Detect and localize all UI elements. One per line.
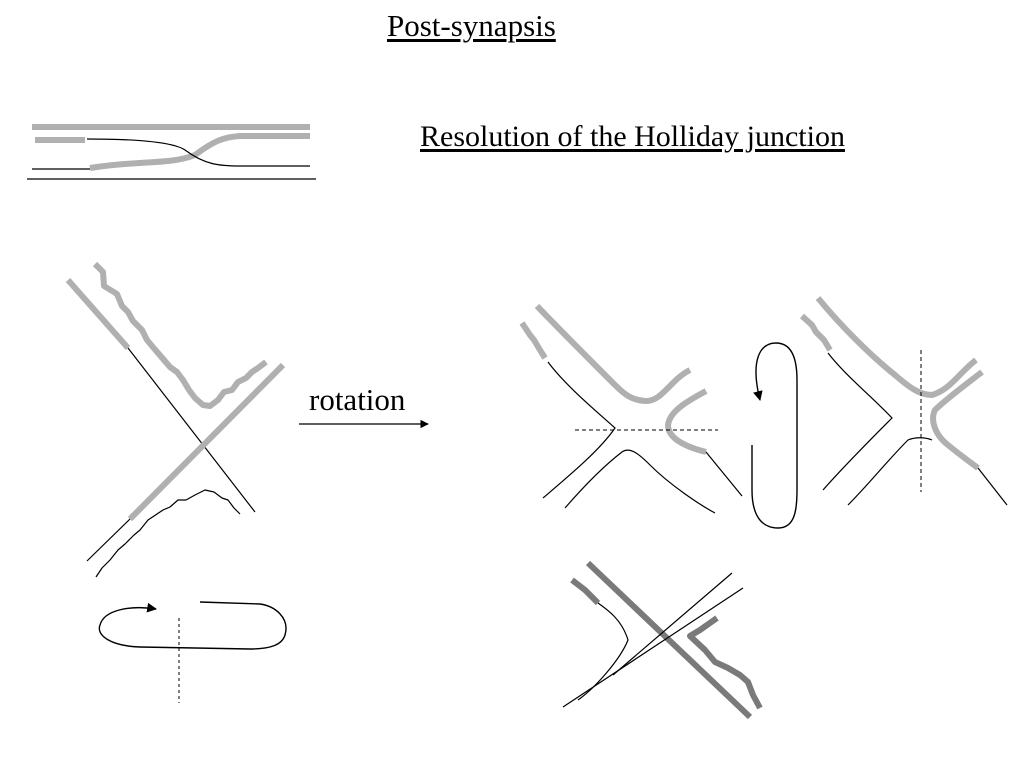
- gray-strand-main-arc: [815, 296, 978, 399]
- dark-strand-diagonal: [585, 560, 753, 720]
- gray-strand-diagonal-upper: [65, 278, 131, 350]
- gray-strand-wavy-arm: [92, 261, 268, 409]
- black-strand-crossing: [86, 138, 310, 167]
- rotation-loop-vertical: [751, 342, 798, 529]
- black-strand-wavy-arm: [95, 489, 241, 578]
- black-strand-diagonal-outer: [562, 587, 744, 708]
- black-strand-lower-left: [86, 518, 131, 562]
- slide-subtitle: Resolution of the Holliday junction: [420, 120, 845, 153]
- gray-strand-right-arc: [664, 388, 708, 455]
- gray-strand-right-arc: [930, 369, 984, 471]
- rotation-loop-curve: [98, 601, 287, 650]
- gray-strand-crossing: [89, 133, 310, 171]
- black-strand-diagonal-inner: [612, 572, 733, 676]
- black-strand-left-arc: [822, 352, 893, 491]
- black-strand-lower-arc: [847, 437, 933, 506]
- black-strand-left-arc: [542, 361, 616, 499]
- gray-strand-top-arm: [519, 321, 548, 360]
- dark-strand-top-arm: [570, 577, 601, 606]
- slide-title: Post-synapsis: [387, 8, 556, 43]
- gray-strand-main-arc: [534, 303, 692, 404]
- rotation-loop-horizontal: [98, 601, 287, 703]
- parallel-duplex-schematic: [27, 124, 316, 180]
- black-strand-lower-arc: [564, 449, 716, 514]
- holliday-junction-horizontal-cut: [519, 303, 743, 514]
- rotation-label: rotation: [309, 382, 406, 417]
- black-strand-diagonal: [127, 347, 256, 513]
- holliday-junction-vertical-cut: [799, 296, 1008, 506]
- gray-strand-diagonal-lower: [127, 362, 286, 522]
- gray-strand-top-arm: [799, 313, 833, 352]
- black-strand-right-tail: [705, 451, 743, 497]
- holliday-junction-left: [65, 261, 286, 578]
- black-strand-left-arm: [577, 602, 629, 701]
- holliday-junction-resolved: [562, 560, 763, 720]
- black-strand-right-tail: [977, 467, 1008, 506]
- dark-strand-wavy-arm: [687, 615, 763, 710]
